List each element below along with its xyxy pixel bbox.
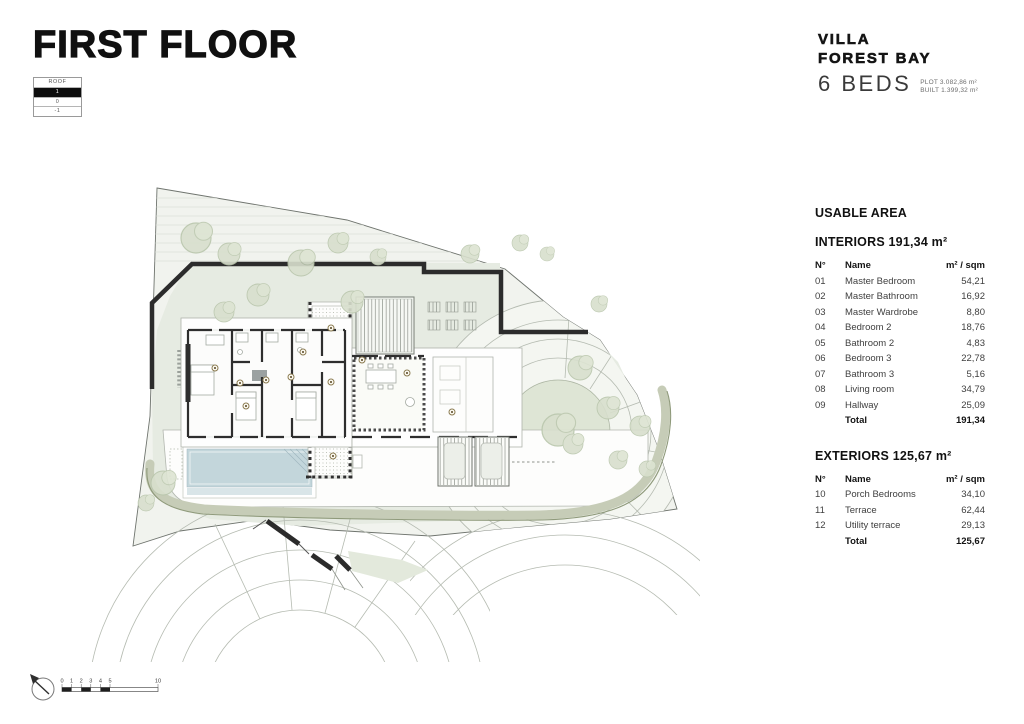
total-label: Total [845,415,867,426]
col-num: N° [815,473,826,485]
north-arrow-icon [30,674,55,701]
col-name: Name [845,260,871,271]
scale-tick-label: 2 [80,679,83,685]
bedroom-wing [177,317,353,448]
floor-selector-minus1[interactable]: -1 [34,107,81,117]
terrace-arcs-south [410,509,700,615]
hedge-band [145,385,671,520]
col-num: N° [815,260,826,271]
total-value: 125,67 [955,535,985,547]
grass-patch [348,551,428,583]
interiors-total-row: Total 191,34 [815,413,985,429]
scale-tick-label: 3 [89,679,92,685]
interiors-heading: INTERIORS 191,34 m² [815,235,948,249]
table-header: N° Name m² / sqm [815,258,985,274]
terrace-arcs-southwest [92,502,490,662]
built-size: BUILT 1.399,32 m² [920,86,978,94]
hedge-band-edge [146,390,672,521]
exteriors-total-row: Total 125,67 [815,534,985,550]
area-panel: USABLE AREA INTERIORS 191,34 m² N° Name … [815,206,985,549]
page-title: FIRST FLOOR [32,23,298,66]
col-name: Name [845,473,871,485]
carport [437,436,556,487]
floor-selector-0[interactable]: 0 [34,97,81,108]
brand-name-line1: VILLA [818,31,871,49]
scale-tick-label: 0 [60,679,63,685]
entrance-stairs [252,518,364,591]
total-label: Total [845,535,867,547]
brand-name-line2: FOREST BAY [818,50,932,68]
retaining-wall [149,261,588,389]
floor-selector-roof[interactable]: ROOF [34,78,81,88]
scale-tick-label: 1 [70,679,73,685]
floor-selector: ROOF 1 0 -1 [33,77,82,118]
total-value: 191,34 [955,415,985,426]
floor-selector-1[interactable]: 1 [34,87,81,98]
utility-court [427,301,477,331]
scale-bar: 0 1 2 3 4 5 10 [60,679,161,692]
col-value: m² / sqm [945,473,985,485]
col-value: m² / sqm [945,260,985,271]
beds-count: 6 BEDS [818,71,912,96]
pergola [355,296,415,355]
exteriors-heading: EXTERIORS 125,67 m² [815,448,952,463]
table-header: N° Name m² / sqm [815,472,985,488]
usable-area-title: USABLE AREA [815,206,908,220]
pool [169,445,317,499]
scale-tick-label: 10 [155,679,161,685]
scale-tick-label: 5 [108,679,111,685]
living-wing [351,347,523,448]
plot-size: PLOT 3.082,86 m² [920,79,977,86]
brand-block: VILLA FOREST BAY 6 BEDS PLOT 3.082,86 m²… [818,30,1018,95]
scale-tick-label: 4 [99,679,102,685]
